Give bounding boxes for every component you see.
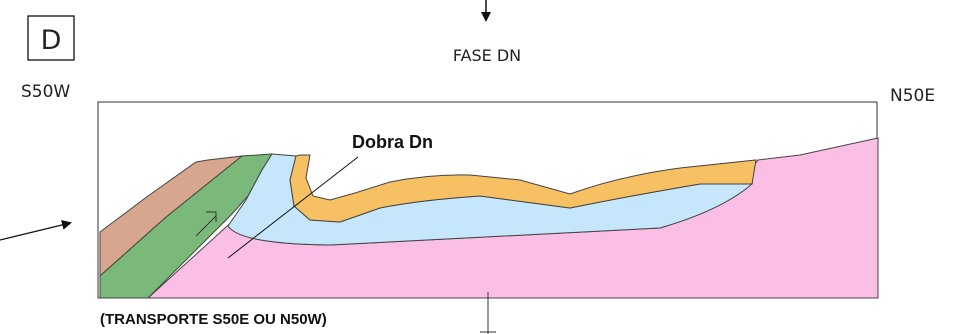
panel-label: D (27, 15, 75, 61)
fold-axis-line (227, 156, 359, 259)
panel-label-text: D (41, 25, 62, 56)
direction-right-label: N50E (890, 86, 935, 106)
fold-label: Dobra Dn (352, 132, 433, 152)
transport-caption: (TRANSPORTE S50E OU N50W) (100, 311, 327, 328)
green-unit-arrow (195, 211, 217, 237)
direction-left-label: S50W (21, 82, 70, 102)
orange-unit (289, 154, 757, 223)
left-stress-arrow (0, 220, 72, 241)
bottom-transport-line (480, 292, 496, 334)
phase-title: FASE DN (453, 46, 521, 65)
